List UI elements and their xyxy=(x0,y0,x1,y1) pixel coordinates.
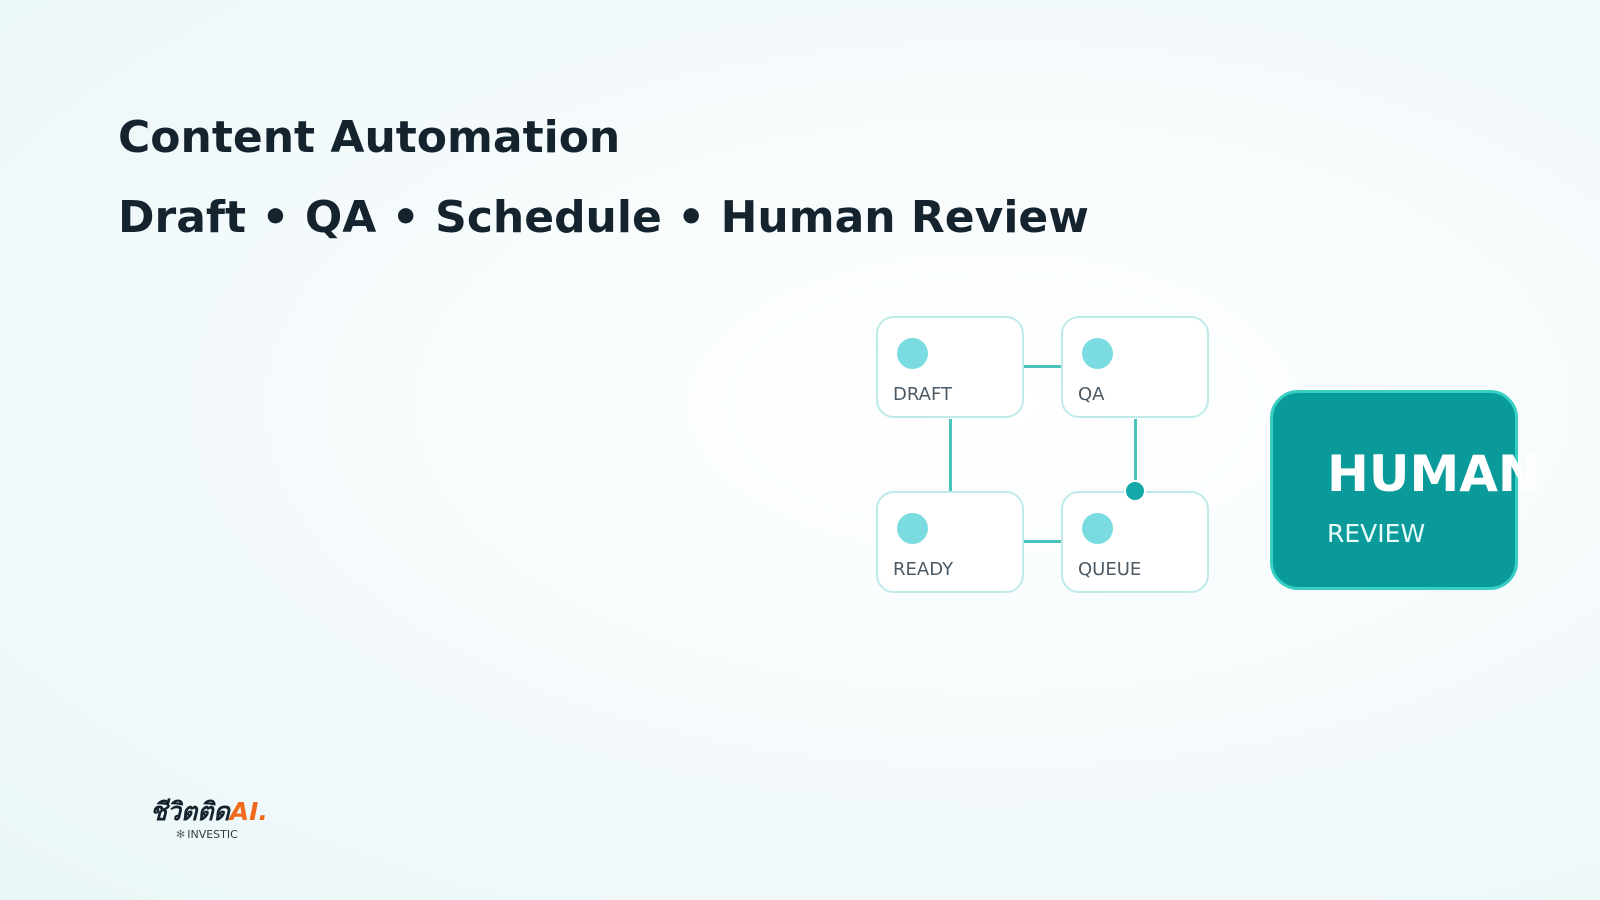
logo-thai-text: ชีวิตติด xyxy=(150,797,230,826)
page-title: Content Automation xyxy=(118,112,621,163)
node-label-qa: QA xyxy=(1078,384,1105,405)
human-review-card: HUMAN REVIEW xyxy=(1270,390,1540,590)
human-review-title: HUMAN xyxy=(1327,445,1540,503)
subtitle-item-schedule: Schedule xyxy=(435,192,662,243)
node-queue: QUEUE xyxy=(1061,491,1209,593)
node-status-dot xyxy=(1082,338,1113,369)
node-ready: READY xyxy=(876,491,1024,593)
subtitle-separator: • xyxy=(391,192,420,243)
node-status-dot xyxy=(1082,513,1113,544)
logo-wordmark: ชีวิตติดAI. xyxy=(150,797,268,826)
node-label-queue: QUEUE xyxy=(1078,559,1142,580)
subtitle-item-qa: QA xyxy=(304,192,377,243)
node-label-draft: DRAFT xyxy=(893,384,952,405)
connector-ready-queue xyxy=(1024,540,1062,543)
logo-ai-text: AI. xyxy=(229,797,268,826)
connector-junction-dot xyxy=(1124,480,1146,502)
subtitle-separator: • xyxy=(677,192,706,243)
logo-subtext: ✻INVESTIC xyxy=(176,828,238,841)
investic-mark-icon: ✻ xyxy=(176,828,186,841)
node-status-dot xyxy=(897,338,928,369)
node-draft: DRAFT xyxy=(876,316,1024,418)
page-subtitle: Draft • QA • Schedule • Human Review xyxy=(118,192,1089,243)
connector-qa-queue xyxy=(1134,419,1137,481)
connector-draft-qa xyxy=(1024,365,1062,368)
brand-logo: ชีวิตติดAI. ✻INVESTIC xyxy=(150,797,268,841)
subtitle-separator: • xyxy=(261,192,290,243)
connector-draft-ready xyxy=(949,419,952,491)
subtitle-item-draft: Draft xyxy=(118,192,247,243)
node-label-ready: READY xyxy=(893,559,954,580)
node-qa: QA xyxy=(1061,316,1209,418)
logo-sub-label: INVESTIC xyxy=(187,828,238,841)
subtitle-item-human-review: Human Review xyxy=(720,192,1089,243)
node-status-dot xyxy=(897,513,928,544)
human-review-subtitle: REVIEW xyxy=(1327,519,1426,548)
